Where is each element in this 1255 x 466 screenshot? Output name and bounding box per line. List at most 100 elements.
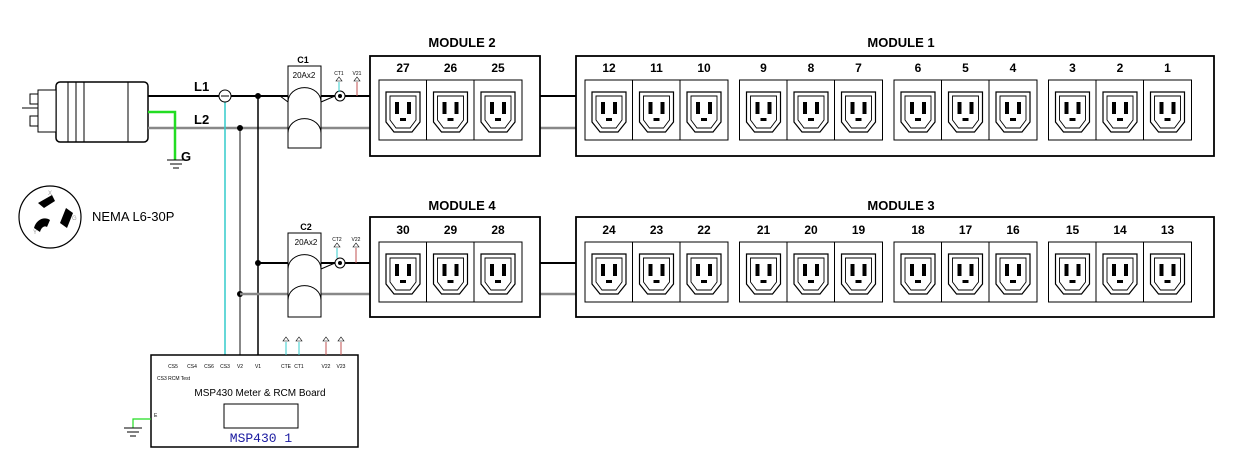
board-terminal: V22 bbox=[322, 364, 331, 370]
outlet-number: 13 bbox=[1161, 223, 1175, 237]
outlet-17 bbox=[941, 241, 990, 303]
outlet-number: 4 bbox=[1010, 61, 1017, 75]
outlet-26 bbox=[426, 79, 475, 141]
board-terminal: V23 bbox=[337, 364, 346, 370]
outlet-14 bbox=[1095, 241, 1145, 303]
outlet-29 bbox=[426, 241, 475, 303]
outlet-number: 18 bbox=[911, 223, 925, 237]
board-pin: V2 bbox=[237, 364, 243, 370]
outlet-27 bbox=[378, 79, 428, 141]
outlet-number: 22 bbox=[697, 223, 711, 237]
module-4-frame bbox=[369, 216, 541, 318]
module-2-title: MODULE 2 bbox=[428, 35, 495, 50]
board-pin: CS5 bbox=[168, 364, 178, 370]
board-ground bbox=[124, 418, 151, 437]
board-terminal: CT1 bbox=[294, 364, 304, 370]
outlet-number: 2 bbox=[1117, 61, 1124, 75]
outlet-15 bbox=[1048, 241, 1097, 303]
breaker-c2: C2 20Ax2 CT2 V22 bbox=[287, 222, 361, 318]
svg-text:X: X bbox=[48, 191, 52, 197]
outlet-number: 6 bbox=[915, 61, 922, 75]
outlet-number: 25 bbox=[491, 61, 505, 75]
outlet-number: 15 bbox=[1066, 223, 1080, 237]
outlet-8 bbox=[786, 79, 836, 141]
outlet-1 bbox=[1143, 79, 1192, 141]
outlet-number: 28 bbox=[491, 223, 505, 237]
outlet-number: 9 bbox=[760, 61, 767, 75]
outlet-19 bbox=[834, 241, 883, 303]
outlet-number: 17 bbox=[959, 223, 973, 237]
outlet-number: 11 bbox=[650, 61, 663, 75]
outlet-11 bbox=[632, 79, 681, 141]
outlet-9 bbox=[739, 79, 788, 141]
breaker-id: C1 bbox=[297, 55, 309, 65]
outlet-number: 27 bbox=[396, 61, 410, 75]
board-terminals bbox=[282, 336, 345, 355]
board-pin: CS3 bbox=[220, 364, 230, 370]
outlet-23 bbox=[632, 241, 681, 303]
v-label: V22 bbox=[352, 237, 361, 243]
outlet-2 bbox=[1095, 79, 1145, 141]
outlet-4 bbox=[988, 79, 1038, 141]
outlet-number: 24 bbox=[602, 223, 616, 237]
board-pin: V1 bbox=[255, 364, 261, 370]
board-terminal: CTE bbox=[281, 364, 292, 370]
outlet-21 bbox=[739, 241, 788, 303]
outlet-number: 19 bbox=[852, 223, 866, 237]
board-ground-pin: E bbox=[154, 413, 158, 419]
board-title: MSP430 Meter & RCM Board bbox=[194, 388, 325, 399]
outlet-number: 21 bbox=[757, 223, 771, 237]
breaker-id: C2 bbox=[300, 222, 312, 232]
ground-label: G bbox=[181, 149, 191, 164]
breaker-c1: C1 20Ax2 CT1 V21 bbox=[279, 55, 362, 149]
outlet-number: 14 bbox=[1113, 223, 1127, 237]
module-3-title: MODULE 3 bbox=[867, 198, 934, 213]
board-pin: CS4 bbox=[187, 364, 197, 370]
outlet-number: 5 bbox=[962, 61, 969, 75]
outlet-number: 20 bbox=[804, 223, 818, 237]
module-2-frame bbox=[369, 55, 541, 157]
outlet-24 bbox=[584, 241, 634, 303]
board-sub-label: CS3 RCM Test bbox=[157, 376, 191, 382]
v-label: V21 bbox=[353, 71, 362, 77]
board-pin: CS6 bbox=[204, 364, 214, 370]
module-1-frame bbox=[575, 55, 1215, 157]
board-name: MSP430 1 bbox=[230, 431, 293, 446]
module-1-title: MODULE 1 bbox=[867, 35, 934, 50]
outlet-18 bbox=[893, 241, 943, 303]
module-4-title: MODULE 4 bbox=[428, 198, 496, 213]
outlet-20 bbox=[786, 241, 836, 303]
outlet-10 bbox=[679, 79, 729, 141]
module-3-frame bbox=[575, 216, 1215, 318]
nema-receptacle-icon: X Y G bbox=[18, 185, 82, 249]
outlet-6 bbox=[893, 79, 943, 141]
outlet-number: 1 bbox=[1164, 61, 1171, 75]
outlet-25 bbox=[473, 79, 523, 141]
outlet-number: 29 bbox=[444, 223, 458, 237]
breaker-rating: 20Ax2 bbox=[293, 71, 316, 80]
outlet-number: 3 bbox=[1069, 61, 1076, 75]
svg-text:Y: Y bbox=[33, 230, 37, 236]
ct-label: CT1 bbox=[334, 71, 344, 77]
ct-label: CT2 bbox=[332, 237, 342, 243]
l6-30p-plug bbox=[22, 81, 149, 143]
outlet-7 bbox=[834, 79, 883, 141]
outlet-12 bbox=[584, 79, 634, 141]
outlet-number: 16 bbox=[1006, 223, 1020, 237]
outlet-number: 12 bbox=[602, 61, 616, 75]
outlet-number: 7 bbox=[855, 61, 862, 75]
breaker-rating: 20Ax2 bbox=[295, 238, 318, 247]
outlet-number: 26 bbox=[444, 61, 458, 75]
outlet-28 bbox=[473, 241, 523, 303]
outlet-13 bbox=[1143, 241, 1192, 303]
outlet-3 bbox=[1048, 79, 1097, 141]
plug-type-label: NEMA L6-30P bbox=[92, 209, 174, 224]
outlet-5 bbox=[941, 79, 990, 141]
l2-label: L2 bbox=[194, 112, 209, 127]
outlet-30 bbox=[378, 241, 428, 303]
l1-label: L1 bbox=[194, 79, 209, 94]
msp430-board: CS5 CS4 CS6 CS3 V2 V1 CTE CT1 V22 V23 CS… bbox=[150, 354, 359, 448]
outlet-number: 8 bbox=[808, 61, 815, 75]
